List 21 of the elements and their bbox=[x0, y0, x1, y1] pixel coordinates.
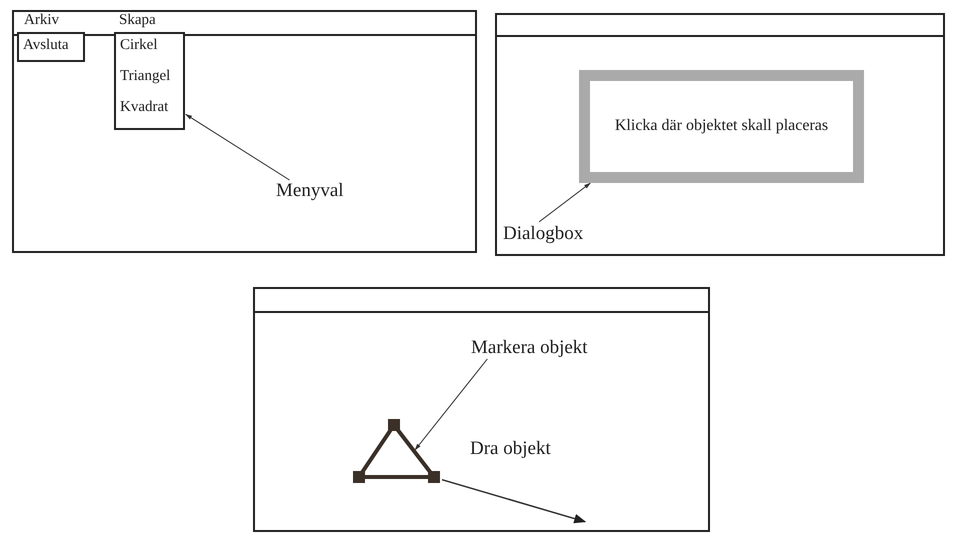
dialog-box bbox=[579, 70, 864, 183]
leader-line bbox=[538, 182, 591, 222]
menu-item: Kvadrat bbox=[120, 99, 168, 116]
edge-label: Dra objekt bbox=[470, 438, 551, 460]
menu-item: Avsluta bbox=[23, 37, 69, 54]
callout-label: Menyval bbox=[276, 180, 344, 201]
dialog-message: Klicka där objektet skall placeras bbox=[614, 117, 830, 135]
leader-line bbox=[414, 358, 488, 451]
window-frame bbox=[495, 13, 945, 256]
window-frame bbox=[253, 287, 710, 532]
window-frame bbox=[12, 10, 477, 253]
drag-arrow bbox=[442, 478, 586, 524]
menu-dropdown bbox=[114, 32, 185, 130]
leader-line bbox=[185, 114, 290, 180]
menu-item: Skapa bbox=[119, 12, 156, 29]
callout-label: Markera objekt bbox=[471, 337, 588, 358]
menu-item: Triangel bbox=[120, 68, 170, 85]
callout-label: Dialogbox bbox=[503, 223, 584, 244]
menu-dropdown bbox=[17, 32, 85, 62]
menu-item: Cirkel bbox=[120, 37, 158, 54]
menu-item: Arkiv bbox=[24, 12, 59, 29]
